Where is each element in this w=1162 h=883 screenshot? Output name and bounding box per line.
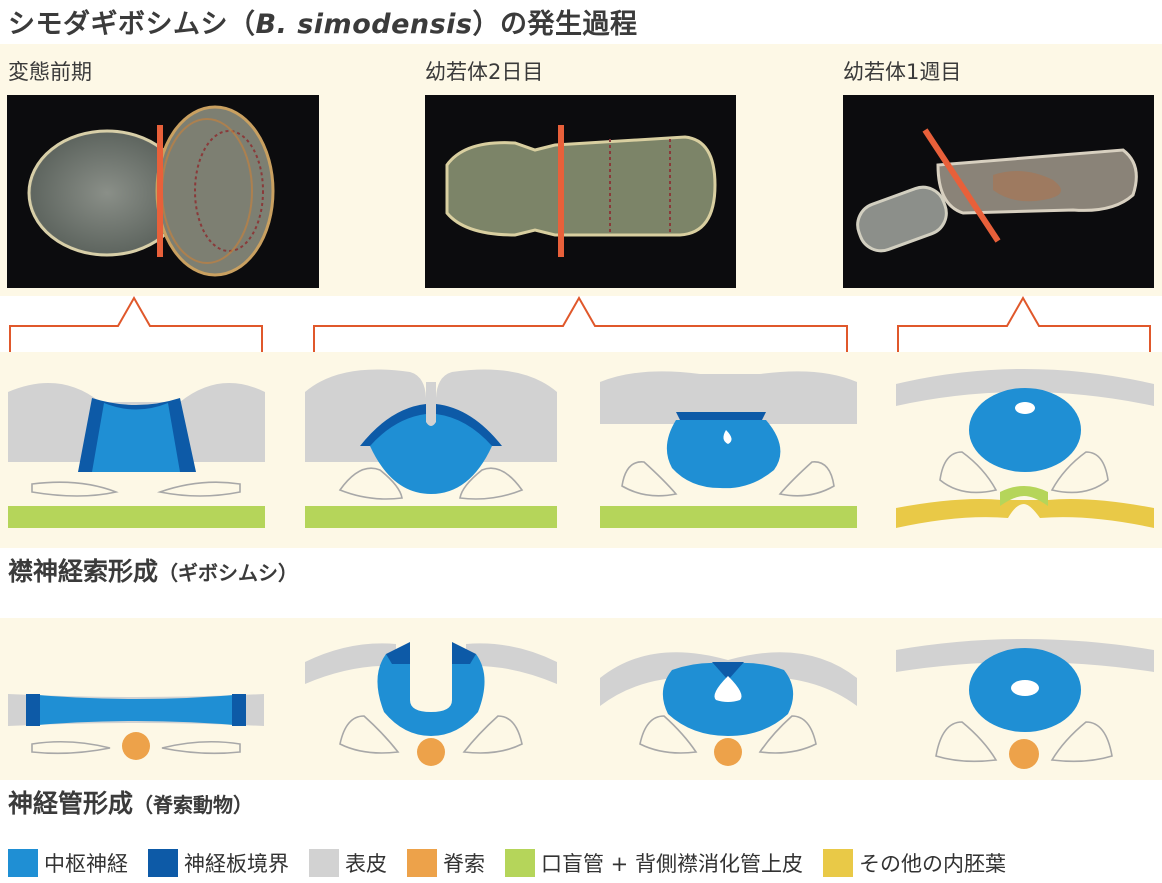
hemichordate-stage-2 bbox=[305, 369, 557, 528]
legend-swatch bbox=[8, 849, 38, 877]
hemichordate-stage-3 bbox=[600, 371, 857, 528]
epidermis bbox=[305, 643, 396, 684]
hemichordate-section-label: 襟神経索形成（ギボシムシ） bbox=[8, 552, 298, 588]
gut-epithelium bbox=[8, 506, 265, 528]
epidermis bbox=[466, 643, 557, 684]
legend-swatch bbox=[148, 849, 178, 877]
hemichordate-stage-1 bbox=[8, 383, 265, 528]
stage-label-1: 変態前期 bbox=[8, 60, 92, 84]
coelom-wall-right bbox=[459, 467, 524, 500]
collar-cord bbox=[370, 414, 492, 494]
gut-epithelium bbox=[600, 506, 857, 528]
legend-item-central-nervous: 中枢神経 bbox=[8, 848, 128, 878]
bracket-3 bbox=[897, 295, 1151, 352]
neural-canal bbox=[714, 676, 742, 702]
section-main: 神経管形成 bbox=[8, 789, 134, 818]
central-lumen bbox=[723, 430, 732, 444]
micrograph-juvenile-week1 bbox=[843, 95, 1154, 288]
endoderm bbox=[896, 499, 1154, 528]
central-lumen bbox=[1015, 402, 1035, 414]
mesoderm-right bbox=[758, 715, 817, 754]
bracket-2 bbox=[313, 295, 848, 352]
figure-title: シモダギボシムシ（B. simodensis）の発生過程 bbox=[8, 2, 638, 41]
section-sub: （脊索動物） bbox=[133, 793, 254, 817]
notochord bbox=[122, 732, 150, 760]
mesoderm-left bbox=[639, 715, 698, 754]
section-plane-line bbox=[157, 125, 163, 257]
coelom-wall-right bbox=[778, 461, 835, 497]
legend-item-endoderm: その他の内胚葉 bbox=[822, 848, 1006, 878]
neural-plate-border bbox=[712, 662, 744, 680]
notochord bbox=[714, 738, 742, 766]
legend-swatch bbox=[407, 849, 437, 877]
legend-item-epidermis: 表皮 bbox=[309, 848, 387, 878]
coelom-wall-left bbox=[31, 481, 119, 497]
mesoderm-right bbox=[1050, 721, 1113, 763]
section-main: 襟神経索形成 bbox=[8, 557, 159, 586]
legend-swatch bbox=[505, 849, 535, 877]
legend-label: 脊索 bbox=[443, 852, 485, 876]
mesoderm-left bbox=[31, 740, 111, 755]
chordate-stage-4 bbox=[896, 639, 1154, 769]
neural-plate-border-right bbox=[452, 642, 476, 664]
neural-plate-border-left bbox=[386, 642, 410, 664]
legend-label: 神経板境界 bbox=[184, 852, 289, 876]
neural-plate-border-left bbox=[26, 694, 40, 726]
legend-swatch bbox=[822, 849, 853, 877]
chordate-stage-2 bbox=[305, 642, 557, 766]
notochord bbox=[417, 738, 445, 766]
coelom-wall-right bbox=[1050, 451, 1109, 494]
stomochord bbox=[1000, 486, 1048, 506]
collar-cord bbox=[969, 388, 1081, 472]
stage-label-2: 幼若体2日目 bbox=[425, 60, 544, 84]
neural-plate-border-right bbox=[232, 694, 246, 726]
neural-canal bbox=[1011, 680, 1039, 696]
title-prefix: シモダギボシムシ（ bbox=[8, 9, 256, 40]
epidermis bbox=[600, 371, 857, 424]
epidermal-fold bbox=[426, 382, 436, 426]
coelom-wall-right bbox=[156, 481, 241, 497]
stage-label-3: 幼若体1週目 bbox=[843, 60, 962, 84]
legend: 中枢神経 神経板境界 表皮 脊索 口盲管 + 背側襟消化管上皮 その他の内胚葉 bbox=[8, 848, 1026, 878]
gut-epithelium bbox=[305, 506, 557, 528]
coelom-wall-left bbox=[621, 461, 678, 497]
neural-plate bbox=[26, 694, 246, 726]
mesoderm-left bbox=[339, 715, 400, 754]
title-species: B. simodensis bbox=[255, 9, 473, 40]
bracket-1 bbox=[9, 295, 263, 352]
mesoderm-right bbox=[161, 740, 241, 755]
section-plane-line bbox=[922, 128, 1001, 243]
chordate-stage-1 bbox=[8, 694, 264, 760]
title-suffix: ）の発生過程 bbox=[472, 9, 638, 40]
chordate-section-label: 神経管形成（脊索動物） bbox=[8, 784, 253, 820]
epidermis bbox=[896, 369, 1154, 406]
collar-cord bbox=[666, 420, 781, 489]
legend-swatch bbox=[309, 849, 339, 877]
collar-cord bbox=[92, 403, 180, 472]
mesoderm-right bbox=[462, 715, 523, 754]
notochord bbox=[1009, 739, 1039, 769]
stage-brackets bbox=[9, 295, 1151, 352]
juvenile-illustration bbox=[445, 125, 717, 257]
juvenile-week-illustration bbox=[856, 128, 1138, 253]
coelom-wall-left bbox=[939, 451, 998, 494]
legend-label: 表皮 bbox=[345, 852, 387, 876]
chordate-stage-3 bbox=[600, 652, 857, 766]
legend-item-stomochord: 口盲管 + 背側襟消化管上皮 bbox=[505, 848, 803, 878]
micrograph-premetamorphosis bbox=[7, 95, 319, 288]
legend-label: 中枢神経 bbox=[44, 852, 128, 876]
larva-illustration bbox=[27, 105, 275, 277]
neural-fold bbox=[377, 654, 485, 736]
legend-item-neural-plate-border: 神経板境界 bbox=[148, 848, 289, 878]
legend-item-notochord: 脊索 bbox=[407, 848, 485, 878]
coelom-wall-left bbox=[338, 467, 403, 500]
legend-label: 口盲管 + 背側襟消化管上皮 bbox=[541, 852, 803, 876]
legend-label: その他の内胚葉 bbox=[858, 852, 1006, 876]
micrograph-juvenile-day2 bbox=[425, 95, 736, 288]
section-plane-line bbox=[558, 125, 564, 257]
section-sub: （ギボシムシ） bbox=[158, 561, 299, 585]
mesoderm-left bbox=[935, 721, 998, 763]
hemichordate-stage-4 bbox=[896, 369, 1154, 528]
